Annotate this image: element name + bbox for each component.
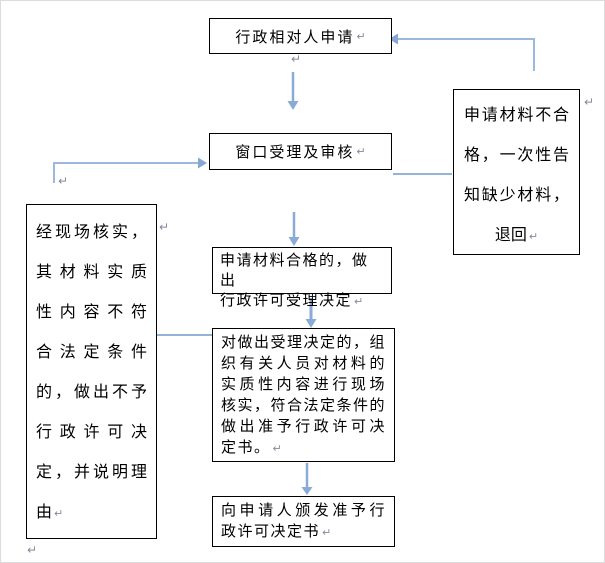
node-applicant: 行政相对人申请↵ bbox=[209, 18, 392, 54]
node-issue-line: 向申请人颁发准予行 bbox=[221, 503, 386, 519]
node-applicant-text: 行政相对人申请 bbox=[235, 29, 355, 46]
node-reject-line: 知缺少材料， bbox=[464, 187, 569, 204]
line-break-mark-icon: ↵ bbox=[354, 295, 364, 308]
connector-verify-to-issue-arrow bbox=[301, 463, 313, 495]
line-break-mark-icon: ↵ bbox=[291, 52, 302, 66]
line-break-mark-icon: ↵ bbox=[356, 29, 366, 43]
node-deny-decision: 经现场核实， 其材料实质 性内容不符 合法定条件 的，做出不予 行政许可决 定，… bbox=[26, 204, 157, 539]
line-break-mark-icon: ↵ bbox=[322, 526, 332, 539]
node-reject-line: 申请材料不合 bbox=[464, 107, 569, 124]
node-verify-line: 定书。↵ bbox=[221, 440, 282, 456]
line-break-mark-icon: ↵ bbox=[159, 220, 170, 234]
node-verify-line: 对做出受理决定的，组 bbox=[221, 335, 387, 351]
node-window-review: 窗口受理及审核↵ bbox=[209, 133, 392, 170]
node-verify-line: 核实，符合法定条件的 bbox=[221, 398, 387, 414]
line-break-mark-icon: ↵ bbox=[528, 230, 539, 243]
connector-accept-to-verify-arrow bbox=[305, 298, 317, 328]
connector-applicant-to-window-arrow bbox=[287, 72, 299, 110]
line-break-mark-icon: ↵ bbox=[54, 507, 64, 520]
node-deny-line: 经现场核实， bbox=[36, 224, 147, 241]
node-window-review-text: 窗口受理及审核 bbox=[235, 145, 355, 161]
node-deny-line: 由↵ bbox=[36, 504, 64, 521]
node-deny-line: 行政许可决 bbox=[36, 424, 147, 441]
connector-window-to-accept-arrow bbox=[288, 212, 300, 246]
line-break-mark-icon: ↵ bbox=[584, 95, 595, 109]
node-accept-line: 行政许可受理决定↵ bbox=[220, 293, 364, 309]
line-break-mark-icon: ↵ bbox=[27, 543, 38, 557]
line-break-mark-icon: ↵ bbox=[272, 442, 282, 455]
node-reject-line: 格，一次性告 bbox=[464, 147, 569, 164]
node-deny-line: 定，并说明理 bbox=[36, 464, 147, 481]
node-verify-line: 做出准予行政许可决 bbox=[221, 419, 386, 435]
connector-reject-to-applicant-arrow bbox=[389, 33, 535, 71]
node-deny-line: 性内容不符 bbox=[36, 304, 147, 321]
node-verify-line: 织有关人员对材料的 bbox=[221, 356, 386, 372]
node-accept-decision: 申请材料合格的，做出 行政许可受理决定↵ bbox=[212, 247, 392, 309]
node-deny-line: 的，做出不予 bbox=[36, 384, 147, 401]
node-issue-line: 政许可决定书↵ bbox=[221, 524, 332, 540]
node-deny-line: 其材料实质 bbox=[36, 264, 147, 281]
node-reject-line: 退回↵ bbox=[494, 227, 539, 244]
line-break-mark-icon: ↵ bbox=[58, 174, 69, 188]
line-break-mark-icon: ↵ bbox=[356, 145, 366, 158]
node-deny-line: 合法定条件 bbox=[36, 344, 147, 361]
node-reject-materials: 申请材料不合 格，一次性告 知缺少材料， 退回↵ bbox=[453, 89, 580, 255]
node-verify-line: 实质性内容进行现场 bbox=[221, 377, 386, 393]
node-site-verification: 对做出受理决定的，组 织有关人员对材料的 实质性内容进行现场 核实，符合法定条件… bbox=[212, 328, 395, 462]
node-accept-line: 申请材料合格的，做出 bbox=[220, 253, 369, 289]
connector-deny-to-window-arrow bbox=[53, 157, 207, 183]
node-issue-decision: 向申请人颁发准予行 政许可决定书↵ bbox=[212, 496, 395, 547]
